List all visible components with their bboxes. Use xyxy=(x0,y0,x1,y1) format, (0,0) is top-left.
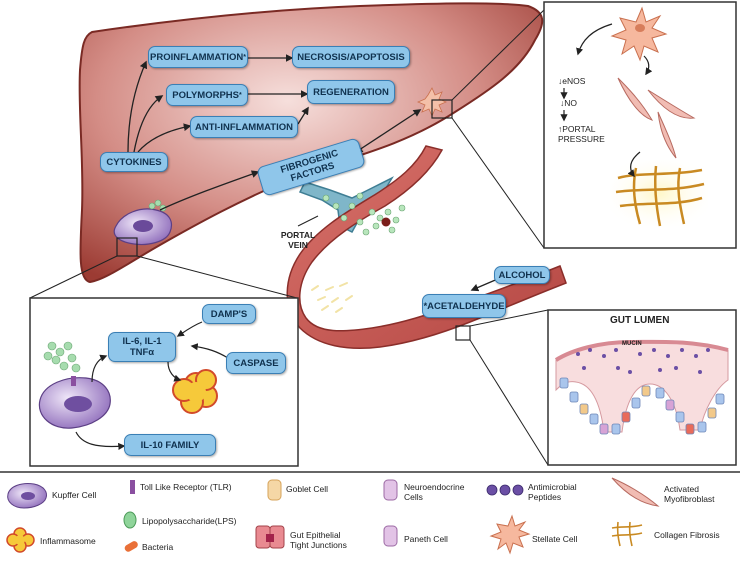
label-portal-vein: PORTAL VEIN xyxy=(280,230,316,250)
goblet-cell-icon xyxy=(267,479,282,501)
myofibroblast-icon xyxy=(611,477,660,507)
legend-lps: Lipopolysaccharide(LPS) xyxy=(142,516,237,526)
legend-inflammasome: Inflammasome xyxy=(40,536,96,546)
inflammasome-icon xyxy=(6,527,35,553)
label-no: ↓NO xyxy=(560,98,577,108)
label-proinflammation: PROINFLAMMATION* xyxy=(148,46,248,68)
label-necrosis-apoptosis: NECROSIS/APOPTOSIS xyxy=(292,46,410,68)
antimicrobial-peptides-icon xyxy=(486,484,524,496)
label-damps: DAMP'S xyxy=(202,304,256,324)
bacteria-icon xyxy=(124,541,138,552)
legend-goblet-cell: Goblet Cell xyxy=(286,484,329,494)
label-regeneration: REGENERATION xyxy=(307,80,395,104)
inflammasome-panel xyxy=(172,369,218,414)
label-alcohol: ALCOHOL xyxy=(494,266,550,284)
legend-neuroendocrine: Neuroendocrine Cells xyxy=(404,482,465,502)
label-anti-inflammation: ANTI-INFLAMMATION xyxy=(190,116,298,138)
stellate-cell-icon xyxy=(489,514,531,555)
legend-stellate-cell: Stellate Cell xyxy=(532,534,578,544)
legend-antimicrobial-peptides: Antimicrobial Peptides xyxy=(528,482,577,502)
legend-activated-myofibroblast: Activated Myofibroblast xyxy=(664,484,715,504)
label-il6-il1-tnfa: IL-6, IL-1 TNFα xyxy=(108,332,176,362)
label-il10-family: IL-10 FAMILY xyxy=(124,434,216,456)
label-acetaldehyde: *ACETALDEHYDE xyxy=(422,294,506,318)
label-mucin: MUCIN xyxy=(622,341,642,347)
lps-icon xyxy=(123,511,137,529)
antimicrobial-peptides-panel xyxy=(576,348,710,374)
label-enos: ↓eNOS xyxy=(558,76,586,86)
legend-bacteria: Bacteria xyxy=(142,542,174,552)
label-caspase: CASPASE xyxy=(226,352,286,374)
gut-lumen-title: GUT LUMEN xyxy=(610,315,670,326)
collagen-fibrosis-icon xyxy=(611,521,643,547)
lps-gut xyxy=(322,192,406,236)
lps-cluster-panel xyxy=(43,341,81,373)
collagen-fibrosis-panel xyxy=(615,165,705,227)
epithelial-cells xyxy=(559,377,725,435)
tight-junction-icon xyxy=(255,525,285,549)
bacteria-gut xyxy=(311,282,353,313)
label-polymorphs: POLYMORPHS* xyxy=(166,84,248,106)
neuroendocrine-cell-icon xyxy=(383,479,398,501)
legend-paneth-cell: Paneth Cell xyxy=(404,534,448,544)
tlr-icon xyxy=(130,480,135,494)
legend-collagen-fibrosis: Collagen Fibrosis xyxy=(654,530,720,540)
stellate-cell-large xyxy=(610,6,668,62)
legend-tight-junctions: Gut Epithelial Tight Junctions xyxy=(290,530,347,550)
lps-cluster-liver xyxy=(148,199,167,212)
legend-tlr: Toll Like Receptor (TLR) xyxy=(140,482,232,492)
kupffer-cell-icon xyxy=(7,483,47,509)
label-portal-pressure: ↑PORTAL PRESSURE xyxy=(558,124,605,144)
legend-kupffer-cell: Kupffer Cell xyxy=(52,490,97,500)
paneth-cell-icon xyxy=(383,525,398,547)
liver-arrows xyxy=(127,54,422,211)
label-cytokines: CYTOKINES xyxy=(100,152,168,172)
myofibroblast-panel xyxy=(617,77,696,159)
